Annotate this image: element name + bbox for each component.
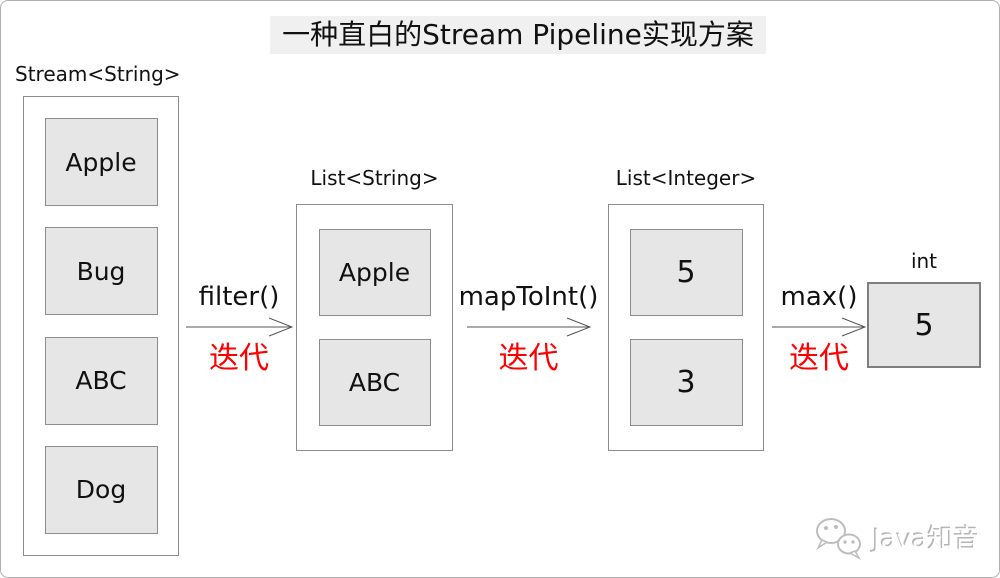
list-integer-item: 5 (629, 228, 743, 316)
stream-item: Bug (44, 227, 158, 316)
stage-label-list-string: List<String> (310, 166, 439, 190)
stage-label-int: int (910, 249, 938, 273)
arrow-filter: filter() 迭代 (184, 281, 294, 375)
stream-item: Apple (44, 118, 158, 207)
stage-label-list-integer: List<Integer> (615, 166, 757, 190)
list-string-item: ABC (318, 339, 431, 427)
right-arrow-icon (772, 317, 866, 336)
arrow-maptoint: mapToInt() 迭代 (456, 281, 601, 375)
iteration-note: 迭代 (209, 340, 269, 376)
right-arrow-icon (466, 317, 591, 336)
int-result-box: 5 (867, 282, 981, 368)
arrow-max: max() 迭代 (769, 281, 869, 375)
stream-item: Dog (44, 445, 158, 534)
wechat-icon (816, 518, 861, 560)
list-integer-item: 3 (629, 339, 743, 427)
page-title: 一种直白的Stream Pipeline实现方案 (270, 16, 766, 54)
stream-container: Apple Bug ABC Dog (23, 96, 179, 556)
list-string-item: Apple (318, 228, 431, 316)
watermark-text: Java知音 (873, 524, 980, 555)
operation-label: max() (780, 282, 858, 312)
stage-label-stream: Stream<String> (15, 62, 181, 86)
right-arrow-icon (185, 317, 293, 336)
watermark: Java知音 (811, 511, 980, 563)
operation-label: mapToInt() (458, 282, 599, 312)
list-string-container: Apple ABC (296, 204, 453, 451)
stream-item: ABC (44, 336, 158, 425)
operation-label: filter() (198, 282, 280, 312)
iteration-note: 迭代 (498, 340, 559, 376)
list-integer-container: 5 3 (608, 204, 764, 451)
iteration-note: 迭代 (789, 340, 849, 376)
